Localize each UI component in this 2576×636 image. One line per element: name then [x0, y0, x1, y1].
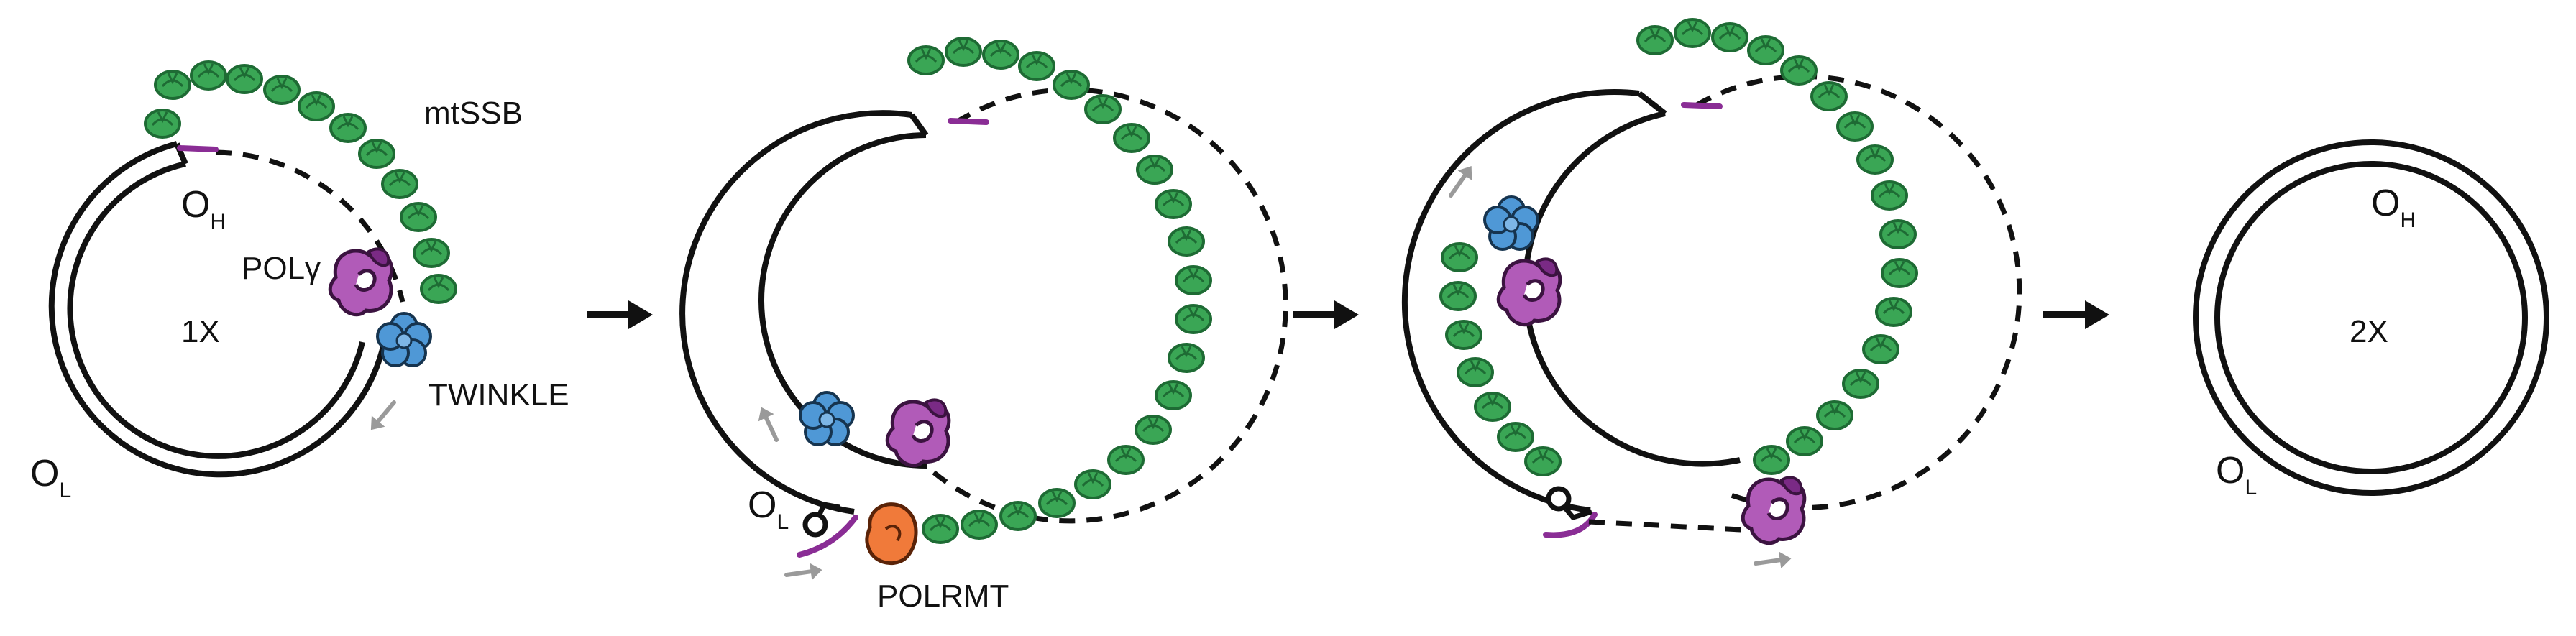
panel-1: mtSSB OH POLγ 1X TWINKLE OL — [30, 60, 569, 502]
panel-3 — [1402, 18, 2022, 572]
process-arrow-icon — [587, 300, 653, 329]
panel-2: OL POLRMT — [679, 37, 1288, 614]
dna-outer-strand — [48, 141, 388, 478]
ol-label: OL — [30, 453, 71, 502]
polg-icon — [887, 400, 949, 465]
twinkle-label: TWINKLE — [428, 377, 569, 413]
process-arrow-icon — [1293, 300, 1359, 329]
twinkle-helicase-icon — [799, 391, 855, 446]
dna-inner-strand — [67, 161, 365, 459]
ol-label: OL — [748, 484, 789, 534]
polrmt-label: POLRMT — [877, 579, 1009, 614]
mtssb-label: mtSSB — [424, 96, 523, 131]
ol-stem-loop — [1546, 486, 1572, 512]
nascent-strand — [925, 87, 1288, 524]
process-arrow-icon — [2043, 300, 2109, 329]
primer — [177, 145, 219, 152]
copies-end-label: 2X — [2350, 314, 2388, 349]
polg-icon — [1743, 477, 1805, 543]
direction-arrow-icon — [753, 404, 784, 443]
twinkle-helicase-icon — [376, 312, 432, 367]
ol-label: OL — [2216, 450, 2257, 499]
copies-start-label: 1X — [181, 314, 220, 349]
direction-arrow-icon — [785, 561, 823, 584]
polg-icon — [1498, 259, 1560, 324]
dna-outer-strand — [679, 110, 912, 515]
oh-label: OH — [181, 184, 226, 234]
dna-inner-strand — [758, 132, 928, 469]
dna-outer-strand — [1402, 89, 1640, 513]
direction-arrow-icon — [1754, 550, 1792, 572]
direction-arrow-icon — [365, 397, 401, 435]
oh-label: OH — [2371, 183, 2416, 232]
panel-4: OH 2X OL — [2193, 139, 2549, 499]
dna-inner-strand — [2214, 161, 2528, 474]
polg-icon — [330, 249, 392, 314]
ol-stem-loop — [802, 512, 828, 538]
dna-outer-strand — [2193, 139, 2549, 496]
polrmt-icon — [867, 504, 916, 563]
primer — [948, 118, 989, 125]
direction-arrow-icon — [1444, 161, 1478, 201]
polg-label: POLγ — [242, 251, 321, 286]
nascent-strand — [1695, 73, 2022, 510]
primer — [1681, 102, 1723, 109]
twinkle-helicase-icon — [1483, 195, 1539, 251]
